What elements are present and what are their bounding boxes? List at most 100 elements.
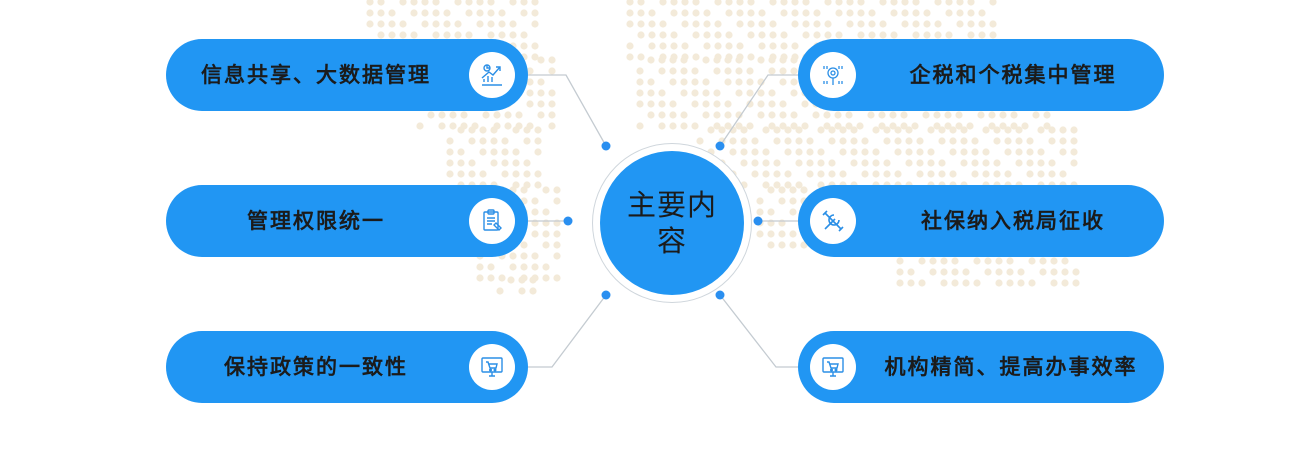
map-dot (714, 0, 722, 6)
map-dot (553, 197, 561, 205)
map-dot (746, 100, 754, 108)
node-unified-permissions: 管理权限统一 (166, 185, 528, 257)
map-dot (756, 197, 764, 205)
map-dot (839, 137, 847, 145)
map-dot (824, 20, 832, 28)
map-dot (916, 159, 924, 167)
map-dot (995, 268, 1003, 276)
connector-top-left (528, 74, 607, 147)
map-dot (670, 9, 678, 17)
map-dot (691, 122, 699, 130)
map-dot (828, 137, 836, 145)
map-dot (534, 170, 542, 178)
map-dot (1048, 170, 1056, 178)
map-dot (769, 0, 777, 6)
map-dot (768, 122, 776, 130)
map-dot (479, 170, 487, 178)
map-dot (468, 159, 476, 167)
map-dot (479, 148, 487, 156)
map-dot (850, 148, 858, 156)
map-dot (680, 89, 688, 97)
map-dot (454, 31, 462, 39)
map-dot (443, 20, 451, 28)
map-dot (835, 9, 843, 17)
map-dot (736, 20, 744, 28)
map-dot (905, 126, 913, 134)
map-dot (1015, 126, 1023, 134)
map-dot (509, 20, 517, 28)
map-dot (916, 137, 924, 145)
map-dot (901, 20, 909, 28)
map-dot (670, 31, 678, 39)
map-dot (669, 67, 677, 75)
map-dot (531, 263, 539, 271)
map-dot (934, 20, 942, 28)
map-dot (929, 257, 937, 265)
map-dot (479, 137, 487, 145)
map-dot (659, 20, 667, 28)
map-dot (1061, 268, 1069, 276)
map-dot (784, 126, 792, 134)
map-dot (542, 186, 550, 194)
map-dot (993, 126, 1001, 134)
map-dot (724, 100, 732, 108)
map-dot (692, 53, 700, 61)
map-dot (702, 56, 710, 64)
map-dot (648, 9, 656, 17)
map-dot (817, 148, 825, 156)
map-dot (669, 111, 677, 119)
map-dot (490, 137, 498, 145)
map-dot (468, 137, 476, 145)
map-dot (769, 31, 777, 39)
map-dot (542, 263, 550, 271)
map-dot (960, 126, 968, 134)
map-dot (940, 268, 948, 276)
map-dot (993, 170, 1001, 178)
map-dot (724, 56, 732, 64)
map-dot (659, 31, 667, 39)
map-dot (927, 126, 935, 134)
map-dot (702, 111, 710, 119)
map-dot (534, 137, 542, 145)
map-dot (868, 31, 876, 39)
map-dot (938, 159, 946, 167)
map-dot (747, 9, 755, 17)
node-label: 社保纳入税局征收 (921, 209, 1105, 233)
map-dot (845, 111, 853, 119)
map-dot (780, 9, 788, 17)
map-dot (949, 126, 957, 134)
map-dot (518, 276, 526, 284)
map-dot (553, 241, 561, 249)
map-dot (872, 126, 880, 134)
map-dot (1006, 268, 1014, 276)
map-dot (714, 31, 722, 39)
map-dot (548, 122, 556, 130)
map-dot (740, 159, 748, 167)
map-dot (769, 42, 777, 50)
map-dot (725, 9, 733, 17)
map-dot (735, 78, 743, 86)
map-dot (747, 20, 755, 28)
map-dot (457, 170, 465, 178)
map-dot (501, 148, 509, 156)
map-dot (861, 148, 869, 156)
map-dot (758, 31, 766, 39)
map-dot (1015, 137, 1023, 145)
map-dot (769, 20, 777, 28)
map-dot (501, 159, 509, 167)
map-dot (894, 148, 902, 156)
map-dot (626, 42, 634, 50)
map-dot (703, 9, 711, 17)
map-dot (758, 9, 766, 17)
map-dot (912, 31, 920, 39)
map-dot (879, 0, 887, 6)
map-dot (1017, 279, 1025, 287)
map-dot (658, 111, 666, 119)
map-dot (509, 263, 517, 271)
map-dot (548, 100, 556, 108)
map-dot (846, 20, 854, 28)
map-dot (962, 279, 970, 287)
map-dot (773, 170, 781, 178)
map-dot (802, 9, 810, 17)
connector-bottom-right (719, 294, 798, 368)
